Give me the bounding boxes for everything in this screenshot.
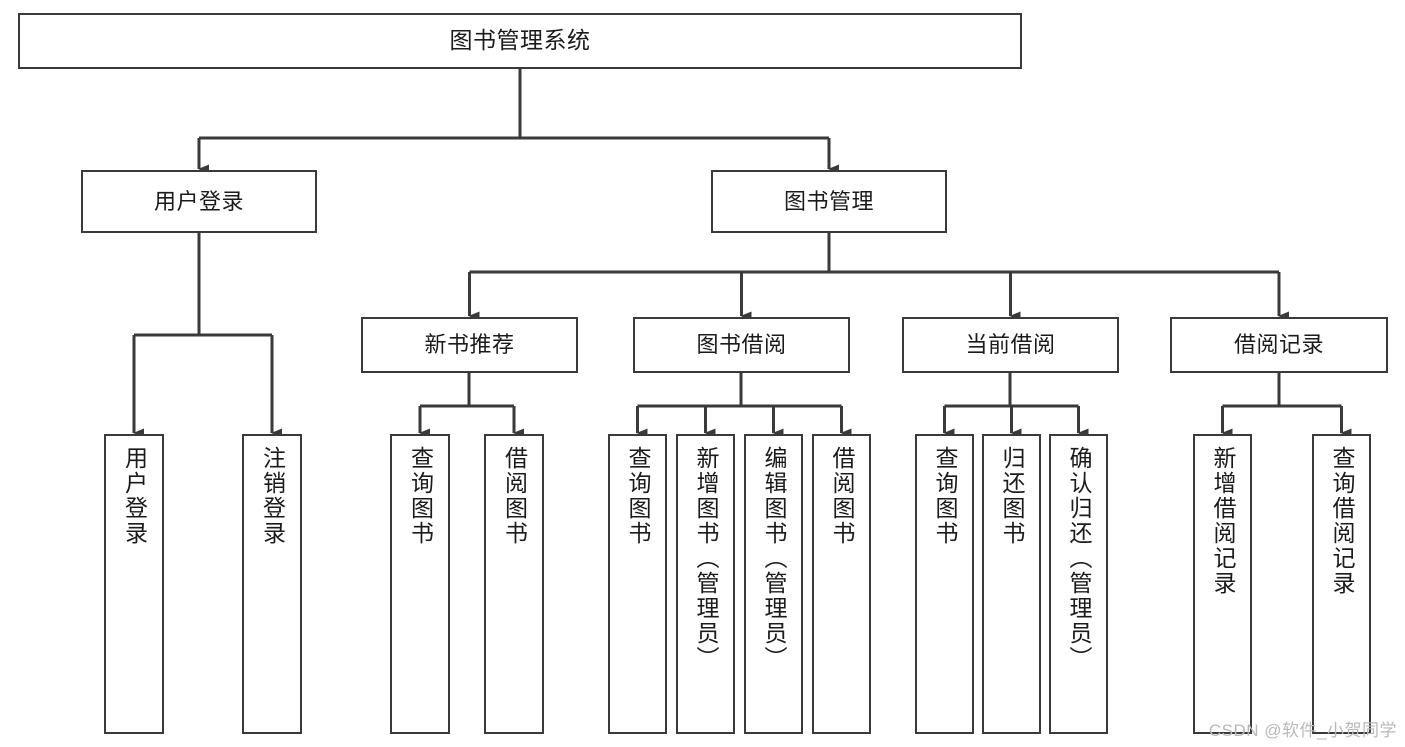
node-leaf-user-login[interactable]: 用户登录 [104, 434, 164, 734]
node-borrow-record[interactable]: 借阅记录 [1170, 317, 1388, 373]
node-label: 图书管理系统 [449, 27, 591, 54]
node-label: 借阅记录 [1233, 332, 1324, 358]
node-new-book-recommend[interactable]: 新书推荐 [361, 317, 578, 373]
node-label: 查询借阅记录 [1329, 446, 1355, 596]
node-leaf-current-return-book[interactable]: 归还图书 [982, 434, 1041, 734]
node-book-borrow[interactable]: 图书借阅 [633, 317, 850, 373]
node-leaf-borrow-add-book[interactable]: 新增图书（管理员） [676, 434, 735, 734]
node-book-manage[interactable]: 图书管理 [711, 170, 947, 233]
node-root[interactable]: 图书管理系统 [18, 13, 1022, 69]
node-label: 查询图书 [932, 446, 958, 546]
node-label: 用户登录 [153, 188, 244, 214]
watermark-text: CSDN @软件_小贺同学 [1208, 721, 1397, 740]
node-label: 新增图书（管理员） [693, 446, 719, 671]
node-user-login[interactable]: 用户登录 [81, 170, 317, 233]
node-label: 借阅图书 [829, 446, 855, 546]
node-label: 用户登录 [121, 446, 148, 546]
node-leaf-record-add[interactable]: 新增借阅记录 [1193, 434, 1252, 734]
node-label: 当前借阅 [965, 332, 1056, 358]
node-leaf-user-logout[interactable]: 注销登录 [242, 434, 302, 734]
node-label: 借阅图书 [501, 446, 528, 546]
node-leaf-record-query[interactable]: 查询借阅记录 [1312, 434, 1371, 734]
node-label: 查询图书 [407, 446, 434, 546]
node-label: 图书管理 [783, 188, 874, 214]
node-leaf-current-confirm-return[interactable]: 确认归还（管理员） [1049, 434, 1108, 734]
node-leaf-borrow-edit-book[interactable]: 编辑图书（管理员） [744, 434, 803, 734]
node-current-borrow[interactable]: 当前借阅 [902, 317, 1119, 373]
node-leaf-rec-query-book[interactable]: 查询图书 [390, 434, 450, 734]
node-label: 新增借阅记录 [1210, 446, 1236, 596]
node-label: 归还图书 [999, 446, 1025, 546]
node-label: 确认归还（管理员） [1066, 446, 1092, 671]
node-label: 图书借阅 [696, 332, 787, 358]
node-label: 编辑图书（管理员） [761, 446, 787, 671]
node-label: 新书推荐 [424, 332, 515, 358]
node-leaf-rec-borrow-book[interactable]: 借阅图书 [484, 434, 544, 734]
node-leaf-borrow-borrow-book[interactable]: 借阅图书 [812, 434, 871, 734]
node-leaf-current-query-book[interactable]: 查询图书 [915, 434, 974, 734]
node-leaf-borrow-query-book[interactable]: 查询图书 [608, 434, 667, 734]
node-label: 查询图书 [625, 446, 651, 546]
node-label: 注销登录 [259, 446, 286, 546]
